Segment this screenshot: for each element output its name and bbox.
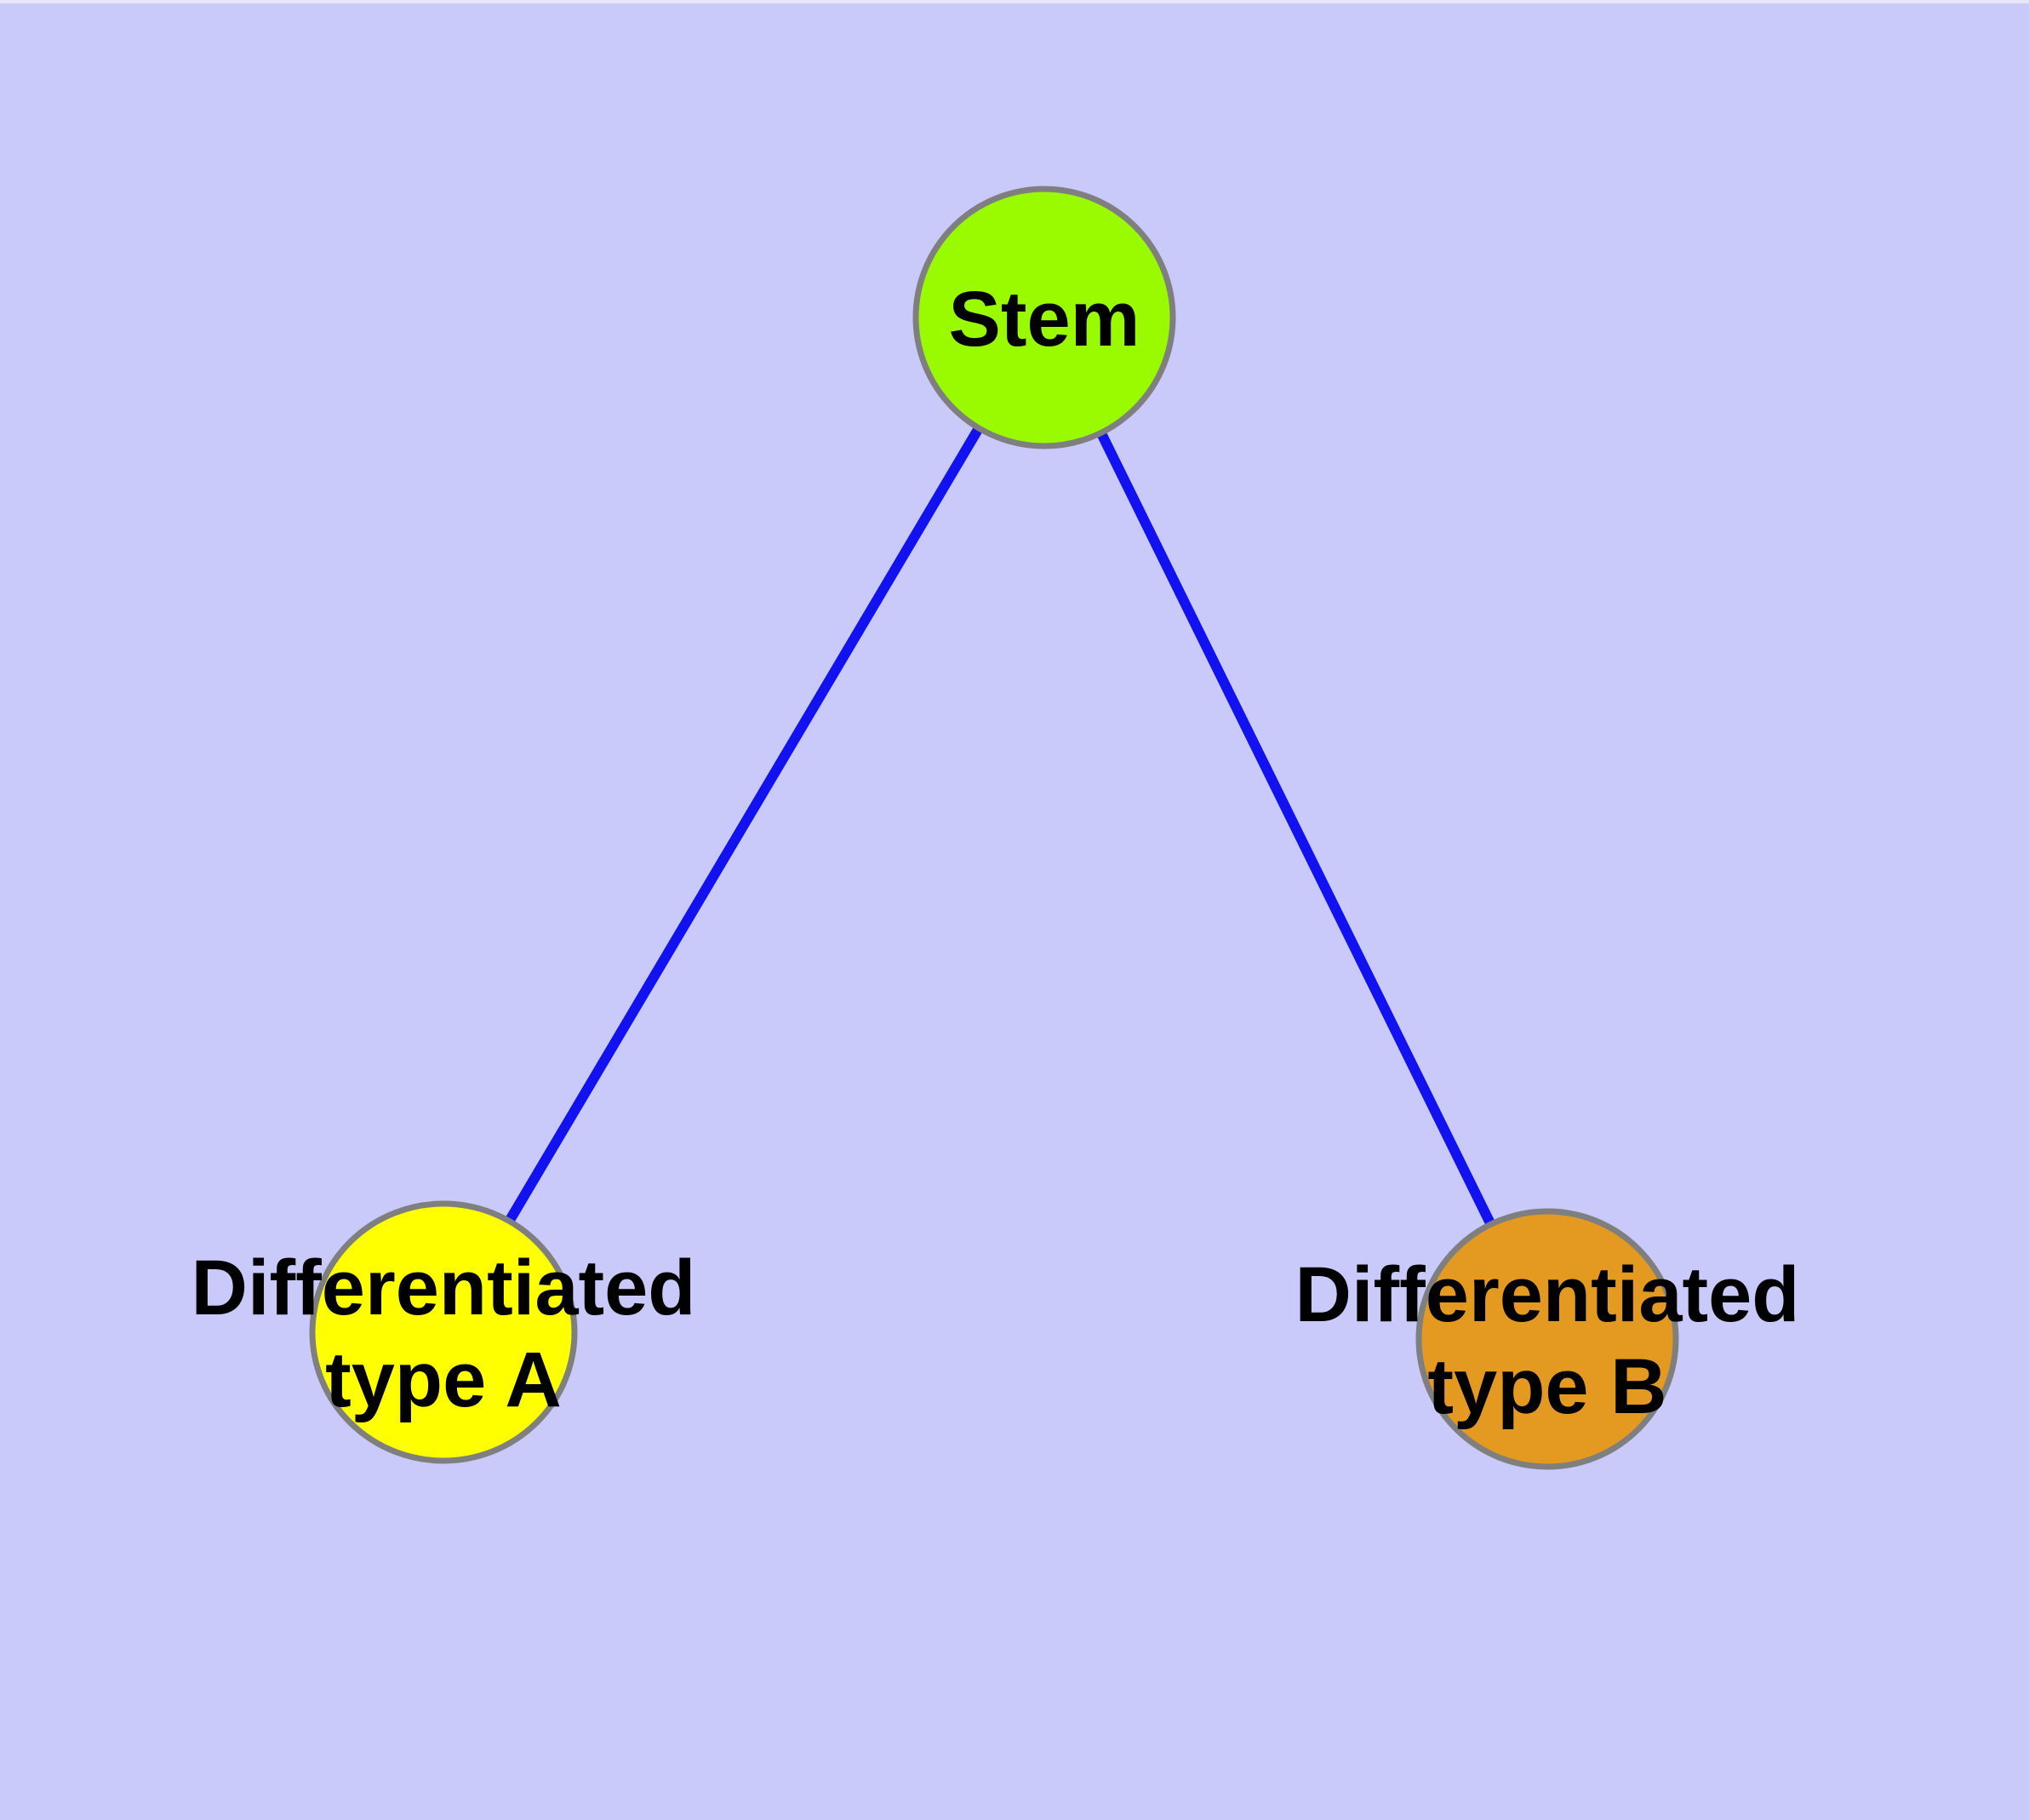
window-top-edge [0,0,2029,3]
node-stem [912,186,1176,449]
edge-stem-to-type-b [1039,315,1552,1342]
node-stem-label: Stem [949,276,1140,363]
edge-stem-to-type-a [438,314,1049,1336]
node-type-b [1415,1208,1679,1470]
node-type-a [309,1200,578,1464]
